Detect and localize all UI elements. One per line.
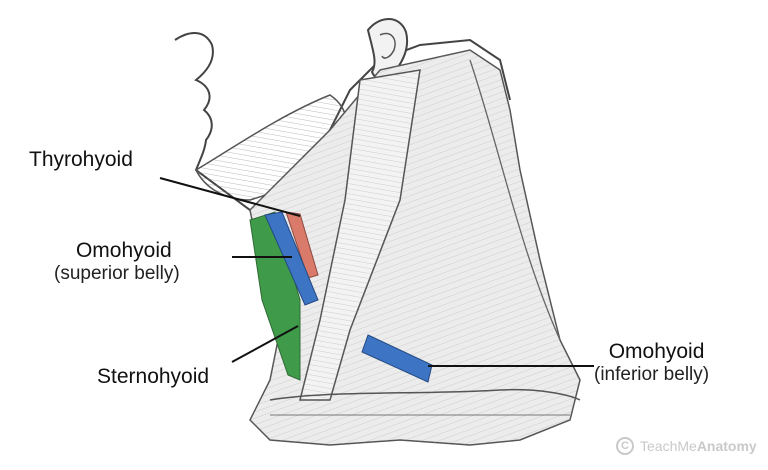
teachmeanatomy-watermark: C TeachMeAnatomy: [616, 437, 757, 455]
thyrohyoid-label-text: Thyrohyoid: [29, 148, 133, 171]
watermark-text: TeachMeAnatomy: [640, 438, 757, 454]
thyrohyoid-label: Thyrohyoid: [29, 148, 133, 172]
omohyoid-superior-name: Omohyoid: [75, 239, 172, 262]
omohyoid-inferior-belly: [361, 334, 433, 383]
sternohyoid-leader: [231, 325, 299, 363]
omohyoid-inferior-label: Omohyoid (inferior belly): [594, 340, 709, 386]
watermark-brand-light: TeachMe: [640, 438, 697, 454]
omohyoid-superior-belly: [264, 211, 319, 306]
neck-muscles: [249, 49, 581, 446]
infrahyoid-muscles: [249, 211, 433, 383]
thyrohyoid-muscle: [285, 211, 319, 279]
omohyoid-superior-part: (superior belly): [54, 263, 180, 284]
copyright-icon: C: [616, 437, 634, 455]
sternohyoid-label-text: Sternohyoid: [97, 365, 210, 388]
omohyoid-superior-label: Omohyoid (superior belly): [54, 239, 180, 285]
watermark-brand-bold: Anatomy: [696, 438, 757, 454]
thyrohyoid-leader: [159, 177, 301, 217]
omohyoid-inferior-name: Omohyoid: [608, 340, 705, 363]
leader-lines: [159, 177, 594, 367]
sternohyoid-muscle: [249, 211, 301, 381]
omohyoid-inferior-part: (inferior belly): [594, 364, 710, 385]
sternohyoid-label: Sternohyoid: [97, 365, 209, 389]
